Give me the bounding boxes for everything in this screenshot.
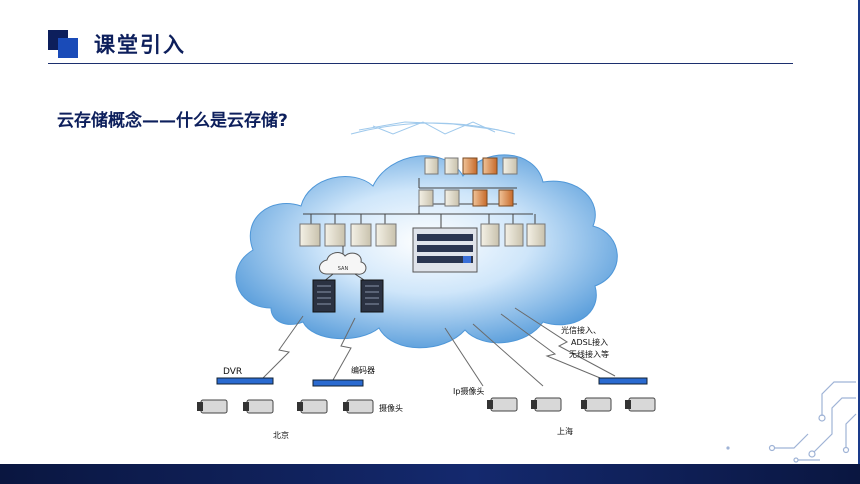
dome-grid-lines xyxy=(350,121,516,135)
circuit-decoration xyxy=(726,381,857,463)
storage-array-icon xyxy=(412,214,478,273)
page-title: 课堂引入 xyxy=(94,33,186,57)
dvr-label: DVR xyxy=(223,367,242,377)
beijing-label: 北京 xyxy=(273,430,289,440)
camera-icon xyxy=(297,399,328,414)
storage-server-group xyxy=(299,214,546,247)
top-server-group xyxy=(303,157,533,215)
cloud-storage-diagram: SAN DVR xyxy=(197,121,656,440)
encoder-device-icon: 编码器 xyxy=(312,365,375,387)
camera-icon xyxy=(243,399,274,414)
camera-icons xyxy=(197,397,656,414)
shanghai-label: 上海 xyxy=(557,426,573,436)
access-line-3: 无线接入等 xyxy=(569,349,609,359)
network-links xyxy=(260,307,616,387)
camera-icon xyxy=(343,399,374,414)
header-square-icon xyxy=(48,30,78,58)
ip-camera-label: Ip摄像头 xyxy=(453,386,484,396)
server-rack-group xyxy=(312,279,384,313)
access-line-1: 光信接入、 xyxy=(561,325,601,335)
camera-icon xyxy=(531,397,562,412)
encoder-label: 编码器 xyxy=(351,365,375,375)
camera-icon xyxy=(487,397,518,412)
camera-icon xyxy=(625,397,656,412)
header-divider xyxy=(48,63,793,64)
access-switch-icon xyxy=(598,377,648,385)
camera-icon xyxy=(581,397,612,412)
san-label: SAN xyxy=(338,266,349,272)
camera-icon xyxy=(197,399,228,414)
camera-label: 摄像头 xyxy=(379,403,403,413)
right-edge-line xyxy=(858,0,860,464)
dvr-device-icon: DVR xyxy=(216,367,274,385)
access-line-2: ADSL接入 xyxy=(571,337,608,347)
slide-subtitle: 云存储概念——什么是云存储? xyxy=(57,111,288,131)
bottom-bar xyxy=(0,464,860,484)
